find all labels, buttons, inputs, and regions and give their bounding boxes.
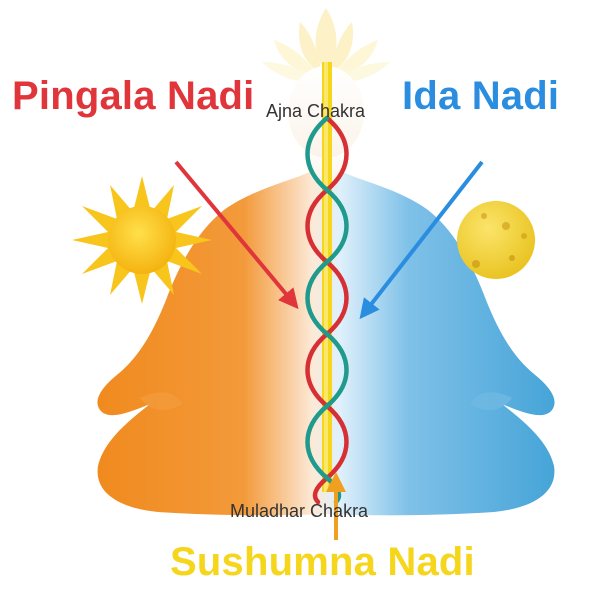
muladhar-chakra-label: Muladhar Chakra bbox=[230, 501, 369, 521]
ajna-chakra-label: Ajna Chakra bbox=[266, 101, 366, 121]
ida-arrow bbox=[359, 160, 484, 320]
sushumna-nadi-label: Sushumna Nadi bbox=[170, 540, 475, 584]
sun-icon bbox=[72, 176, 212, 304]
sushumna-channel bbox=[322, 62, 332, 492]
moon-icon bbox=[457, 201, 535, 279]
pingala-nadi-label: Pingala Nadi bbox=[12, 74, 255, 118]
ida-nadi-label: Ida Nadi bbox=[402, 74, 560, 118]
pingala-arrow bbox=[174, 160, 299, 310]
lotus-icon bbox=[262, 8, 390, 83]
